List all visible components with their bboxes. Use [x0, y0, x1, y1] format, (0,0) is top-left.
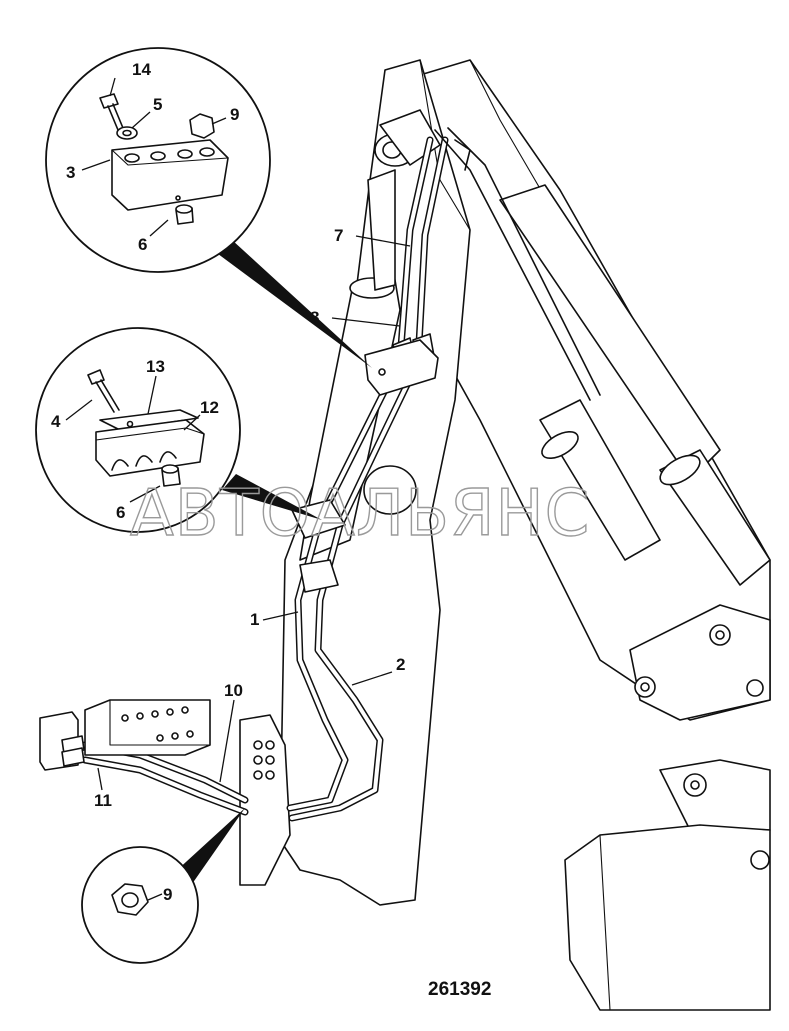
callout-labels: 14 5 9 3 6 7 8 13 4 12 6 1 2 10 11 9: [51, 60, 405, 904]
leader-lines: [65, 77, 411, 901]
callout-8: 8: [310, 308, 319, 327]
callout-2: 2: [396, 655, 405, 674]
callout-3: 3: [66, 163, 75, 182]
callout-4: 4: [51, 412, 61, 431]
valve-holes: [121, 706, 194, 742]
detail-view-bottom-nut: [81, 808, 245, 964]
boom-assembly: [419, 59, 771, 1011]
callout-13: 13: [146, 357, 165, 376]
hose-routing: [81, 127, 601, 822]
callout-11: 11: [94, 791, 112, 810]
drawing-number: 261392: [428, 979, 491, 1000]
detail-view-top-clamp: [45, 47, 372, 368]
callout-1: 1: [250, 610, 259, 629]
callout-9-bottom: 9: [163, 885, 172, 904]
watermark-text: АВТОАЛЬЯНС: [130, 477, 590, 551]
callout-6-mid: 6: [116, 503, 125, 522]
callout-7: 7: [334, 226, 343, 245]
callout-10: 10: [224, 681, 243, 700]
callout-12: 12: [200, 398, 219, 417]
callout-9-top: 9: [230, 105, 239, 124]
callout-6-top: 6: [138, 235, 147, 254]
callout-14: 14: [132, 60, 151, 79]
control-valve-blocks: [39, 699, 211, 771]
callout-5: 5: [153, 95, 162, 114]
port-holes: [253, 740, 275, 780]
detail-view-middle-clamp: [35, 327, 322, 533]
